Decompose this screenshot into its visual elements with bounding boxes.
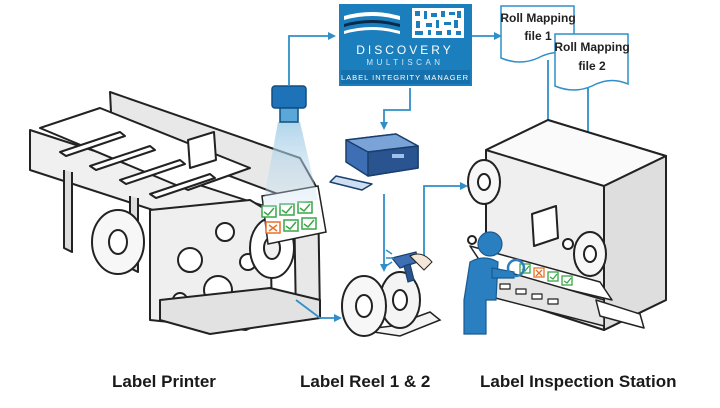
roll-mapping-file-2: Roll Mapping file 2 — [554, 33, 630, 91]
magnifier-icon — [506, 258, 526, 278]
discovery-multiscan-logo: DISCOVERY MULTISCAN LABEL INTEGRITY MANA… — [339, 4, 472, 86]
product-name: LABEL INTEGRITY MANAGER — [341, 73, 469, 82]
printer-output-arrow — [295, 299, 342, 322]
caption-inspection-station: Label Inspection Station — [480, 372, 677, 391]
desktop-printer — [329, 133, 419, 191]
operator-person-icon — [463, 231, 526, 335]
wave-icon — [344, 12, 400, 20]
scanner-to-station-arrow — [416, 182, 468, 263]
file2-line2: file 2 — [578, 59, 606, 73]
check-label-icon — [547, 271, 559, 282]
caption-label-reel: Label Reel 1 & 2 — [300, 372, 431, 391]
brand-line2: MULTISCAN — [366, 58, 443, 67]
brand-line1: DISCOVERY — [356, 43, 453, 57]
file1-line1: Roll Mapping — [500, 11, 575, 25]
caption-label-printer: Label Printer — [112, 372, 216, 391]
manager-to-printer-arrow — [380, 88, 411, 130]
camera-icon — [271, 85, 307, 109]
roll-mapping-file-1: Roll Mapping file 1 — [500, 5, 576, 63]
file1-line2: file 1 — [524, 29, 552, 43]
inline-camera — [262, 85, 318, 210]
check-label-icon — [561, 275, 573, 286]
handheld-scanner-icon — [385, 249, 433, 283]
check-label-icon — [283, 219, 299, 232]
inspection-station — [467, 119, 667, 331]
check-label-icon — [297, 201, 313, 214]
check-label-icon — [301, 217, 317, 230]
file2-line1: Roll Mapping — [554, 40, 629, 54]
camera-beam — [262, 122, 318, 210]
label-reels — [341, 271, 442, 337]
label-printer — [29, 91, 321, 335]
camera-to-manager-arrow — [288, 32, 336, 86]
station-screen — [531, 205, 559, 247]
